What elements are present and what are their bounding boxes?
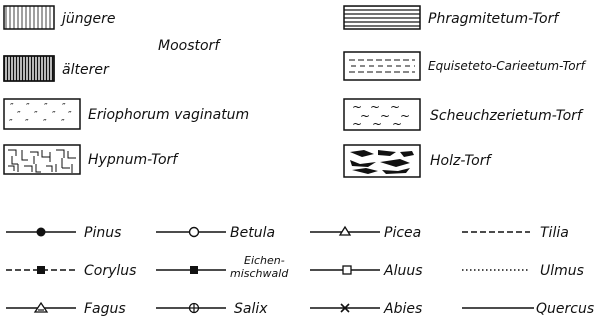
line-pinus <box>6 228 76 237</box>
label-eichen-1: Eichen- <box>244 254 285 267</box>
label-scheuchzerietum: Scheuchzerietum-Torf <box>430 108 584 124</box>
label-equiseteto: Equiseteto-Carieetum-Torf <box>428 59 587 73</box>
swatch-moss-old <box>4 56 54 81</box>
label-hypnum: Hypnum-Torf <box>88 152 179 168</box>
label-phragmitetum: Phragmitetum-Torf <box>428 11 560 27</box>
line-eichenmischwald <box>156 266 226 274</box>
svg-text:″: ″ <box>61 118 65 129</box>
svg-text:″: ″ <box>43 118 47 129</box>
svg-text:″: ″ <box>68 110 72 121</box>
label-picea: Picea <box>384 225 421 241</box>
label-pinus: Pinus <box>84 225 121 241</box>
svg-text:″: ″ <box>9 118 13 129</box>
svg-text:″: ″ <box>34 110 38 121</box>
swatch-eriophorum: ″″″″ ″″″″ ″″″″ <box>4 99 80 129</box>
label-moss-group: Moostorf <box>158 38 221 54</box>
line-salix <box>156 304 226 313</box>
label-ulmus: Ulmus <box>540 263 584 279</box>
swatch-hypnum <box>4 145 80 174</box>
svg-text:~: ~ <box>392 117 402 131</box>
svg-text:~: ~ <box>370 100 380 114</box>
svg-text:~: ~ <box>352 117 362 131</box>
label-salix: Salix <box>234 301 268 317</box>
label-betula: Betula <box>230 225 275 241</box>
svg-text:″: ″ <box>44 102 48 113</box>
line-picea <box>310 227 380 235</box>
svg-text:″: ″ <box>62 102 66 113</box>
line-corylus <box>6 266 76 274</box>
svg-text:″: ″ <box>25 118 29 129</box>
label-corylus: Corylus <box>84 263 136 279</box>
label-abies: Abies <box>383 301 422 317</box>
line-aluus <box>310 266 380 274</box>
svg-text:~: ~ <box>372 117 382 131</box>
swatch-equiseteto <box>344 52 420 80</box>
swatch-phragmitetum <box>344 6 420 29</box>
label-eichen-2: mischwald <box>230 267 289 280</box>
swatch-holz <box>344 145 420 177</box>
label-fagus: Fagus <box>84 301 126 317</box>
label-moss-old: älterer <box>62 62 110 78</box>
label-tilia: Tilia <box>540 225 569 241</box>
label-moss-young: jüngere <box>60 11 116 27</box>
swatch-scheuchzerietum: ~~~ ~~~ ~~~ <box>344 99 420 131</box>
label-eriophorum: Eriophorum vaginatum <box>88 107 249 123</box>
svg-text:″: ″ <box>26 102 30 113</box>
line-betula <box>156 228 226 237</box>
label-holz: Holz-Torf <box>430 153 493 169</box>
svg-text:~: ~ <box>390 100 400 114</box>
svg-text:″: ″ <box>10 102 14 113</box>
line-fagus <box>6 303 76 312</box>
svg-text:″: ″ <box>17 110 21 121</box>
line-abies <box>310 304 380 312</box>
swatch-moss-young <box>4 6 54 29</box>
svg-text:″: ″ <box>52 110 56 121</box>
label-quercus: Quercus <box>536 301 594 317</box>
label-aluus: Aluus <box>383 263 423 279</box>
